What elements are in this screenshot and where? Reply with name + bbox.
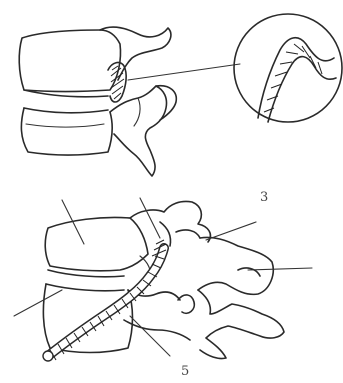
top-vertebra-drawing [19,27,240,176]
leader-lines [14,198,312,356]
figure-mark-top: 3 [260,190,268,205]
magnified-detail-circle [234,14,342,122]
figure-mark-bottom: 5 [181,364,189,379]
nerve-root [43,240,166,361]
